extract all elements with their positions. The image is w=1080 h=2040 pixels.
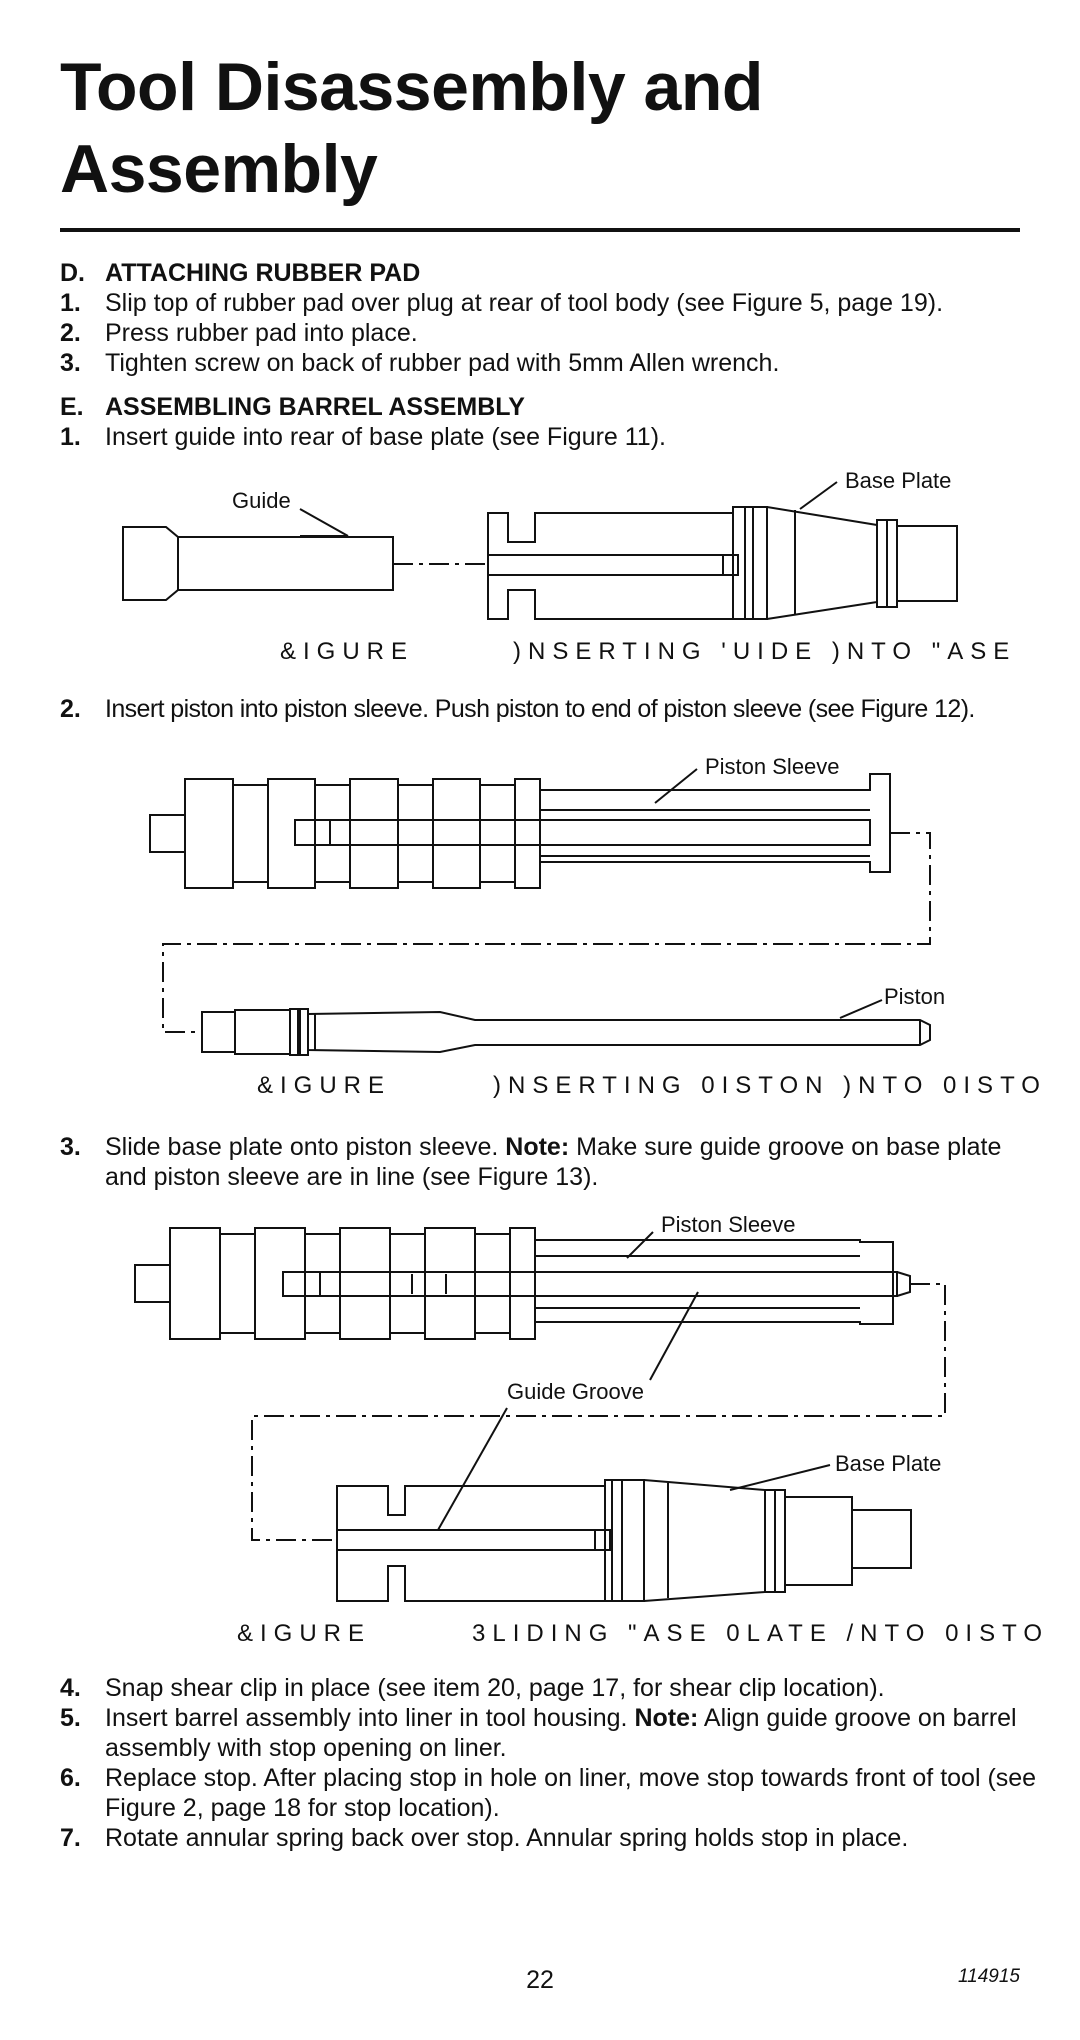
step-text: Insert piston into piston sleeve. Push p… (105, 695, 975, 723)
piston-sleeve-assembly (134, 1227, 911, 1340)
caption-text: )NSERTING 0ISTON )NTO 0ISTO (493, 1072, 1047, 1099)
section-e-step-3: 3. Slide base plate onto piston sleeve. … (60, 1132, 1040, 1192)
step-number: 4. (60, 1674, 81, 1702)
step-number: 2. (60, 695, 81, 723)
base-plate-leader (799, 481, 838, 510)
step-item: 5. Insert barrel assembly into liner in … (60, 1703, 1080, 1763)
piston-sleeve-label: Piston Sleeve (661, 1212, 796, 1237)
piston-sleeve-leader (654, 768, 698, 804)
step-text: Insert guide into rear of base plate (se… (105, 423, 666, 451)
guide-label: Guide (232, 488, 291, 513)
piston-leader (839, 999, 883, 1019)
figure-12-diagram: Piston Sleeve Piston (149, 754, 945, 1056)
step-item: 7. Rotate annular spring back over stop.… (60, 1823, 1080, 1853)
figure-12-caption: &IGURE )NSERTING 0ISTON )NTO 0ISTO (0, 1072, 1080, 1104)
section-d: D. ATTACHING RUBBER PAD 1. Slip top of r… (60, 258, 1040, 378)
step-item: 1. Insert guide into rear of base plate … (60, 422, 1040, 452)
base-plate-leader (729, 1464, 831, 1491)
alignment-line (251, 1283, 946, 1541)
piston-part (201, 1008, 931, 1056)
step-text: Slide base plate onto piston sleeve. (105, 1133, 506, 1161)
base-plate-label: Base Plate (845, 468, 951, 493)
piston-sleeve-assembly (149, 773, 891, 889)
section-d-letter: D. (60, 259, 85, 287)
step-text: Slip top of rubber pad over plug at rear… (105, 289, 944, 317)
step-number: 3. (60, 1133, 81, 1161)
step-item: 2. Press rubber pad into place. (60, 318, 1040, 348)
caption-figure-word: &IGURE (237, 1620, 372, 1647)
step-text: Align guide groove on barrel assembly wi… (105, 1704, 1017, 1762)
alignment-line (162, 832, 931, 1033)
section-e-step-2: 2. Insert piston into piston sleeve. Pus… (60, 694, 1040, 724)
guide-groove-label: Guide Groove (507, 1379, 644, 1404)
figure-13-diagram: Piston Sleeve Guide Groove Base Plate (134, 1212, 946, 1602)
figure-11-caption: &IGURE )NSERTING 'UIDE )NTO "ASE (0, 638, 1080, 670)
piston-label: Piston (884, 984, 945, 1009)
title-divider (60, 228, 1020, 232)
step-item: 3. Tighten screw on back of rubber pad w… (60, 348, 1040, 378)
page-number: 22 (526, 1966, 554, 1994)
section-d-heading: D. ATTACHING RUBBER PAD (60, 258, 1040, 288)
step-number: 6. (60, 1764, 81, 1792)
step-text: Replace stop. After placing stop in hole… (105, 1764, 1037, 1822)
base-plate-part (487, 506, 958, 620)
step-text: Press rubber pad into place. (105, 319, 418, 347)
caption-text: 3LIDING "ASE 0LATE /NTO 0ISTO (472, 1620, 1049, 1647)
step-text: Snap shear clip in place (see item 20, p… (105, 1674, 885, 1702)
section-e-steps-4-7: 4. Snap shear clip in place (see item 20… (60, 1673, 1040, 1853)
step-text: Rotate annular spring back over stop. An… (105, 1824, 909, 1852)
piston-sleeve-label: Piston Sleeve (705, 754, 840, 779)
guide-leader-line (299, 508, 349, 537)
step-number: 1. (60, 423, 81, 451)
step-text: Insert barrel assembly into liner in too… (105, 1704, 635, 1732)
guide-part (122, 526, 394, 601)
step-number: 1. (60, 289, 81, 317)
note-label: Note: (634, 1704, 699, 1732)
document-code: 114915 (958, 1966, 1020, 1987)
step-item: 3. Slide base plate onto piston sleeve. … (60, 1132, 1040, 1192)
base-plate-label: Base Plate (835, 1451, 941, 1476)
page-title: Tool Disassembly and Assembly (60, 49, 763, 207)
section-e-title: ASSEMBLING BARREL ASSEMBLY (105, 393, 525, 421)
caption-text: )NSERTING 'UIDE )NTO "ASE (513, 638, 1017, 665)
figure-11-diagram: Guide Base Plate (122, 468, 958, 620)
step-number: 2. (60, 319, 81, 347)
section-e-letter: E. (60, 393, 84, 421)
base-plate-part (336, 1479, 912, 1602)
step-item: 1. Slip top of rubber pad over plug at r… (60, 288, 1040, 318)
section-d-title: ATTACHING RUBBER PAD (105, 259, 421, 287)
step-item: 4. Snap shear clip in place (see item 20… (60, 1673, 1080, 1703)
step-text: Make sure guide groove on base plate and… (105, 1133, 1002, 1191)
section-e-heading: E. ASSEMBLING BARREL ASSEMBLY (60, 392, 1040, 422)
piston-sleeve-leader (626, 1231, 654, 1259)
caption-figure-word: &IGURE (257, 1072, 392, 1099)
step-item: 2. Insert piston into piston sleeve. Pus… (60, 694, 1040, 724)
section-e: E. ASSEMBLING BARREL ASSEMBLY 1. Insert … (60, 392, 1040, 452)
step-number: 5. (60, 1704, 81, 1732)
step-item: 6. Replace stop. After placing stop in h… (60, 1763, 1080, 1823)
caption-figure-word: &IGURE (280, 638, 415, 665)
note-label: Note: (505, 1133, 570, 1161)
figure-13-caption: &IGURE 3LIDING "ASE 0LATE /NTO 0ISTO (0, 1620, 1080, 1652)
step-number: 7. (60, 1824, 81, 1852)
step-text: Tighten screw on back of rubber pad with… (105, 349, 780, 377)
guide-groove-leader-upper (649, 1291, 699, 1381)
step-number: 3. (60, 349, 81, 377)
guide-groove-leader-lower (437, 1407, 508, 1531)
